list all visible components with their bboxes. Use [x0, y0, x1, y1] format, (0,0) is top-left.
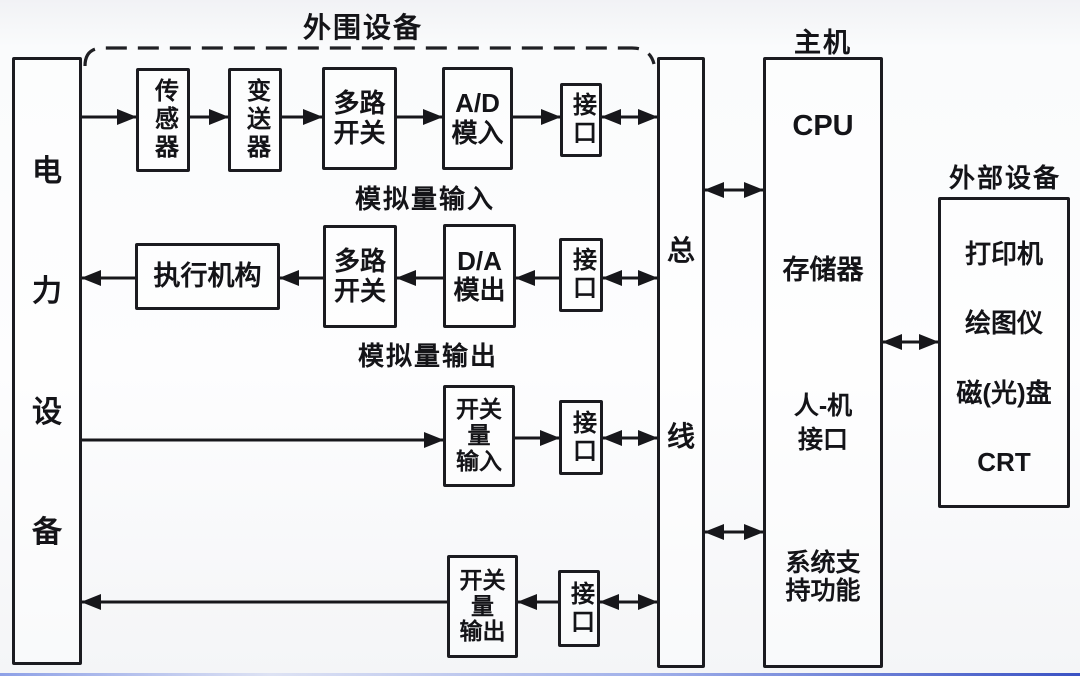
bus-box: 总 线: [657, 57, 705, 668]
digital-output-box: 开关 量 输出: [447, 555, 518, 658]
host-item-cpu: CPU: [792, 109, 854, 142]
host-box: CPU 存储器 人-机 接口 系统支 持功能: [763, 57, 883, 668]
power-equipment-char: 电: [32, 155, 62, 188]
digital-output-line: 输出: [459, 618, 506, 645]
bottom-accent-line: [0, 673, 1080, 676]
da-output-box: D/A 模出: [443, 224, 516, 328]
digital-input-line: 量: [467, 422, 491, 449]
interface-digital-out-box: 接口: [558, 570, 600, 647]
ad-input-line: A/D: [455, 88, 500, 119]
actuator-label: 执行机构: [153, 261, 262, 292]
sensor-label: 传感器: [150, 78, 178, 162]
bus-char: 总: [666, 235, 695, 266]
power-equipment-box: 电 力 设 备: [12, 57, 82, 665]
host-item-system-support-line: 系统支: [785, 549, 861, 577]
multiplexer-in-line: 多路: [333, 88, 386, 119]
analog-input-label: 模拟量输入: [354, 184, 495, 214]
external-item-disk: 磁(光)盘: [956, 377, 1052, 408]
power-equipment-char: 设: [32, 395, 62, 429]
transmitter-box: 变送器: [228, 68, 282, 172]
interface-digital-in-box: 接口: [559, 400, 603, 475]
external-item-crt: CRT: [977, 446, 1031, 477]
external-item-plotter: 绘图仪: [964, 308, 1043, 339]
digital-input-line: 输入: [456, 447, 502, 474]
multiplexer-in-line: 开关: [333, 117, 386, 148]
power-equipment-char: 力: [32, 275, 62, 309]
interface-label: 接口: [568, 92, 596, 148]
peripheral-devices-label: 外围设备: [302, 12, 423, 43]
da-output-line: D/A: [457, 245, 502, 276]
host-item-memory: 存储器: [782, 254, 864, 285]
multiplexer-out-line: 多路: [333, 246, 386, 277]
power-equipment-char: 备: [32, 516, 62, 550]
actuator-box: 执行机构: [135, 243, 280, 310]
host-item-system-support-line: 持功能: [785, 577, 861, 605]
transmitter-label: 变送器: [242, 78, 270, 162]
digital-output-line: 量: [471, 592, 494, 619]
multiplexer-out-box: 多路 开关: [323, 225, 397, 328]
external-item-printer: 打印机: [964, 239, 1043, 269]
external-devices-box: 打印机 绘图仪 磁(光)盘 CRT: [938, 197, 1070, 508]
interface-label: 接口: [568, 409, 596, 466]
host-item-hmi-line: 人-机: [793, 392, 853, 420]
multiplexer-out-line: 开关: [333, 275, 386, 306]
host-label: 主机: [794, 28, 852, 58]
bus-char: 线: [666, 420, 695, 452]
host-item-hmi: 人-机 接口: [766, 389, 880, 457]
interface-label: 接口: [566, 580, 594, 637]
digital-input-line: 开关: [456, 396, 502, 423]
analog-output-label: 模拟量输出: [357, 341, 498, 371]
sensor-box: 传感器: [136, 68, 190, 172]
ad-input-box: A/D 模入: [442, 67, 513, 170]
da-output-line: 模出: [453, 275, 506, 305]
ad-input-line: 模入: [451, 117, 504, 148]
host-item-system-support: 系统支 持功能: [766, 549, 880, 605]
digital-input-box: 开关 量 输入: [443, 385, 515, 487]
interface-analog-out-box: 接口: [559, 238, 603, 312]
host-item-hmi-line: 接口: [797, 426, 848, 454]
interface-label: 接口: [568, 247, 596, 303]
multiplexer-in-box: 多路 开关: [322, 67, 397, 170]
peripheral-group-dashed-border: [83, 46, 656, 67]
external-devices-label: 外部设备: [948, 163, 1061, 193]
interface-analog-in-box: 接口: [560, 83, 602, 157]
digital-output-line: 开关: [459, 566, 506, 593]
